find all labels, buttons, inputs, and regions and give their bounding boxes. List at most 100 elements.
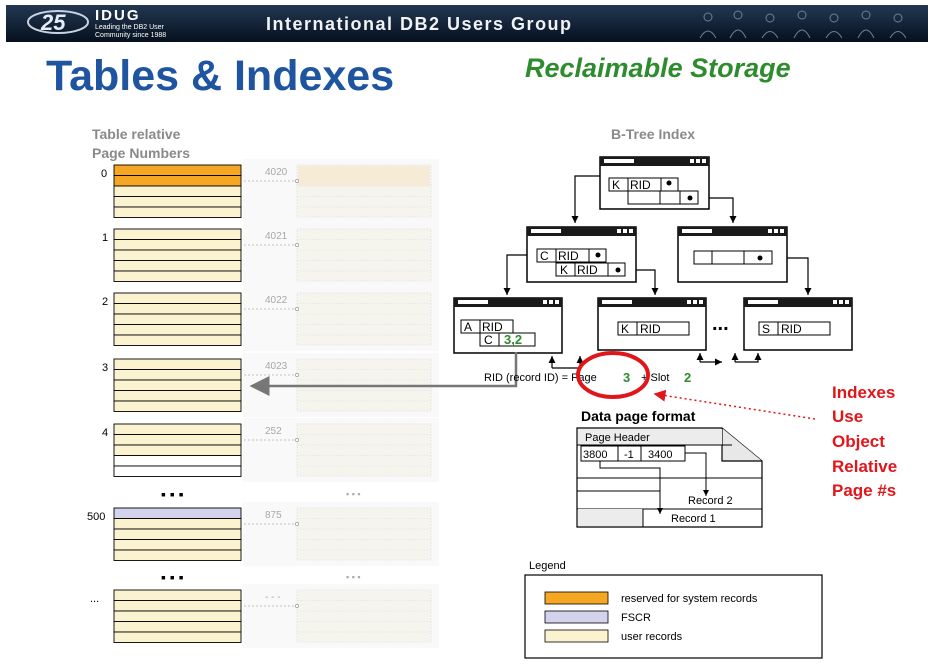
page-map-shade	[243, 159, 439, 223]
page-highlight-circle	[576, 351, 650, 399]
page-record-row	[113, 358, 242, 370]
page-record-row	[113, 621, 242, 633]
page-link-dot	[295, 373, 299, 377]
page-map-shade	[243, 287, 439, 351]
page-number-label: 1	[102, 232, 108, 244]
left-ellipsis-1: ▪ ▪ ▪	[161, 486, 184, 502]
leaf-a-rid-1: RID	[482, 320, 503, 334]
org-full-name: International DB2 Users Group	[266, 14, 573, 34]
page-record-row	[113, 444, 242, 456]
root-key: K	[612, 178, 620, 192]
tagline-line2: Community since 1988	[95, 32, 166, 39]
logo-number: 25	[40, 10, 66, 35]
object-page-number-label: 252	[265, 426, 282, 437]
slot-value-1: 3800	[583, 449, 607, 461]
page-record-row	[113, 528, 242, 540]
record-2-label: Record 2	[688, 495, 733, 507]
page-record-row	[113, 303, 242, 315]
object-page-number-label: - - -	[265, 592, 281, 603]
page-record-row	[113, 164, 242, 176]
page-record-row	[113, 400, 242, 412]
leaf-s-rid: RID	[781, 322, 802, 336]
page-title: Tables & Indexes	[46, 52, 394, 100]
page-record-row	[113, 589, 242, 601]
internal-left-key-1: C	[540, 249, 549, 263]
object-page-number-label: 4020	[265, 167, 288, 178]
page-record-row	[113, 379, 242, 391]
callout-text: Indexes Use Object Relative Page #s	[832, 383, 897, 500]
logo-ring	[27, 10, 89, 34]
internal-left-rid-2: RID	[577, 263, 598, 277]
btree-leaf-s-node: S RID	[743, 297, 853, 351]
page-record-row	[113, 292, 242, 304]
page-subtitle: Reclaimable Storage	[525, 53, 791, 83]
page-link-dot	[295, 179, 299, 183]
page-map-shade	[243, 223, 439, 287]
page-link-dot	[295, 522, 299, 526]
leaf-k-rid: RID	[640, 322, 661, 336]
leaf-s-key: S	[762, 322, 770, 336]
page-record-row	[113, 228, 242, 240]
page-record-row	[113, 239, 242, 251]
page-record-row	[113, 185, 242, 197]
page-number-label: 3	[102, 362, 108, 374]
leaf-a-rid-2: 3,2	[504, 332, 522, 347]
page-record-row	[113, 313, 242, 325]
record-1-label: Record 1	[671, 513, 716, 525]
data-page-header-label: Page Header	[585, 432, 650, 444]
page-number-label: 0	[101, 168, 107, 180]
page-record-row	[113, 196, 242, 208]
btree-root-node: K RID	[599, 156, 710, 210]
object-page-number-label: 4022	[265, 295, 288, 306]
btree-internal-left-node: C RID K RID	[526, 226, 637, 283]
page-record-row	[113, 465, 242, 477]
header-bar: 25 IDUG Leading the DB2 User Community s…	[6, 5, 928, 42]
table-page-1: 1 4021	[102, 223, 439, 287]
left-ellipsis-2: ▪ ▪ ▪	[161, 569, 184, 585]
page-record-row	[113, 334, 242, 346]
decorative-crowd	[699, 10, 907, 39]
leaf-a-key-2: C	[484, 333, 493, 347]
object-page-number-label: 4021	[265, 231, 288, 242]
page-record-row	[113, 549, 242, 561]
internal-left-key-2: K	[560, 263, 568, 277]
page-number-label: 500	[87, 511, 105, 523]
slot-value-2: -1	[624, 449, 634, 461]
page-link-dot	[295, 307, 299, 311]
page-record-row	[113, 324, 242, 336]
object-page-number-label: 875	[265, 510, 282, 521]
table-page-5: 500 875	[87, 502, 439, 566]
page-map-shade	[243, 418, 439, 482]
root-rid: RID	[630, 178, 651, 192]
rid-label: RID (record ID) = Page	[484, 372, 597, 384]
mid-ellipsis-1: ▪ ▪ ▪	[346, 489, 361, 499]
slot-value-3: 3400	[648, 449, 672, 461]
page-record-row	[113, 390, 242, 402]
table-page-2: 2 4022	[102, 287, 439, 351]
btree-internal-right-node	[677, 226, 788, 283]
object-page-number-label: 4023	[265, 361, 288, 372]
page-record-row	[113, 434, 242, 446]
data-page-heading: Data page format	[581, 408, 696, 424]
legend-swatch-user	[544, 629, 609, 643]
page-link-dot	[295, 604, 299, 608]
page-record-row	[113, 260, 242, 272]
rid-page-value: 3	[623, 370, 630, 385]
page-link-dot	[295, 243, 299, 247]
page-record-row	[113, 175, 242, 187]
legend-label-fscr: FSCR	[621, 612, 651, 624]
callout-line-1: Indexes	[832, 383, 895, 402]
page-record-row	[113, 455, 242, 467]
page-record-row	[113, 270, 242, 282]
btree-leaf-k-node: K RID	[597, 297, 707, 351]
table-page-6: ...- - -	[90, 584, 439, 648]
legend-title: Legend	[529, 560, 566, 572]
btree-heading: B-Tree Index	[611, 126, 695, 142]
page-record-row	[113, 507, 242, 519]
page-number-label: 2	[102, 296, 108, 308]
page-map-shade	[243, 502, 439, 566]
data-page-diagram: Page Header 3800 -1 3400 Record 2 Record…	[576, 427, 763, 528]
rid-to-page-arrow	[249, 352, 518, 396]
